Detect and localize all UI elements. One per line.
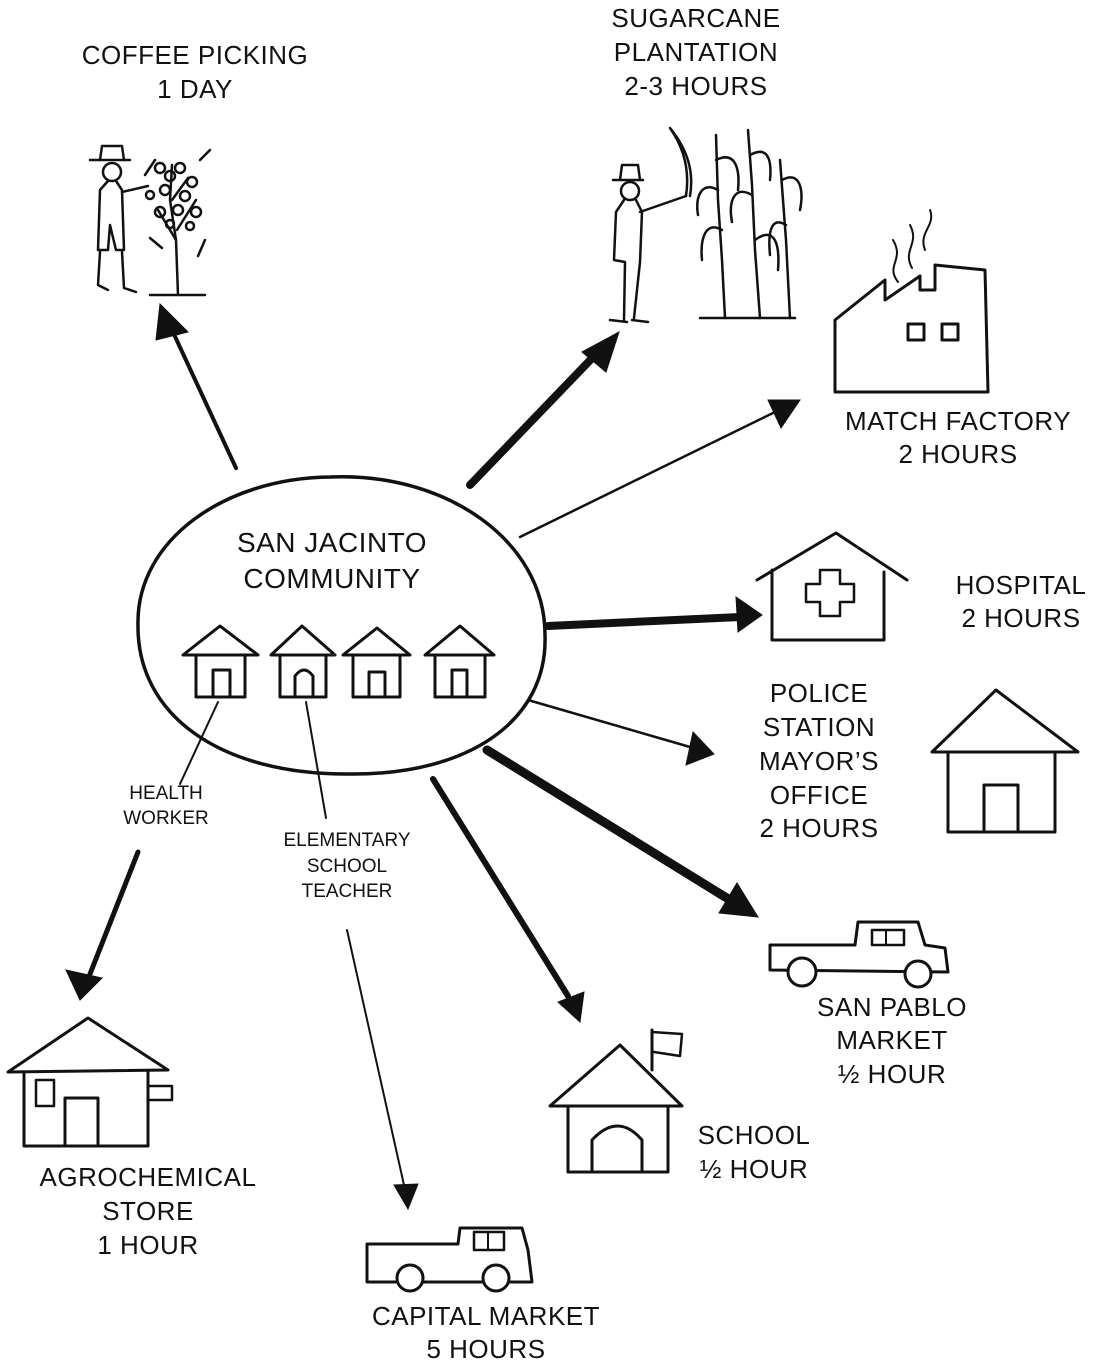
school-icon	[548, 1028, 684, 1174]
arrow-head-sugarcane	[581, 330, 620, 373]
arrow-head-coffee	[155, 302, 189, 341]
hospital-icon	[755, 531, 909, 642]
match-factory-label-1: MATCH FACTORY	[845, 406, 1071, 436]
factory-icon	[833, 209, 990, 394]
police-label-2: STATION	[763, 712, 875, 742]
sugarcane-label-2: PLANTATION	[614, 37, 778, 67]
san-pablo-label-3: ½ HOUR	[838, 1059, 946, 1089]
arrow-agrochemical	[87, 849, 141, 977]
san-pablo-label-1: SAN PABLO	[817, 992, 967, 1022]
arrow-school	[430, 776, 571, 999]
agrochemical-store-icon	[6, 1016, 174, 1148]
sugarcane-label-3: 2-3 HOURS	[624, 71, 767, 101]
arrow-capital	[346, 929, 405, 1186]
arrow-head-san-pablo	[718, 882, 759, 918]
agrochemical-label-2: STORE	[102, 1196, 194, 1226]
community-house-icons	[181, 624, 496, 699]
house-icon	[269, 624, 337, 699]
health-worker-connector	[179, 701, 219, 785]
police-label-5: 2 HOURS	[759, 813, 878, 843]
house-icon	[181, 624, 260, 699]
health-worker-label-1: HEALTH	[129, 783, 203, 804]
arrow-head-capital	[393, 1183, 419, 1211]
police-label-3: MAYOR’S	[759, 746, 879, 776]
arrow-match-factory	[518, 410, 777, 539]
arrow-head-agrochemical	[65, 969, 103, 1001]
arrow-san-pablo	[482, 745, 735, 905]
coffee-label-1: COFFEE PICKING	[82, 40, 309, 70]
teacher-connector	[305, 701, 327, 819]
police-label-1: POLICE	[770, 678, 868, 708]
hub-label-line-2: COMMUNITY	[243, 563, 420, 594]
arrow-coffee	[170, 328, 238, 470]
capital-truck-icon	[365, 1226, 534, 1293]
arrow-head-school	[557, 991, 585, 1024]
coffee-picker-icon	[88, 144, 212, 297]
capital-label-1: CAPITAL MARKET	[372, 1301, 600, 1331]
destination-labels: COFFEE PICKING 1 DAY SUGARCANE PLANTATIO…	[40, 3, 1087, 1364]
arrow-hospital	[544, 613, 744, 630]
hospital-label-2: 2 HOURS	[961, 603, 1080, 633]
arrow-head-match-factory	[767, 399, 801, 430]
hospital-label-1: HOSPITAL	[956, 570, 1087, 600]
community-circle	[136, 475, 547, 776]
house-icon	[341, 626, 412, 699]
health-worker-label-2: WORKER	[123, 808, 209, 829]
school-label-1: SCHOOL	[698, 1120, 811, 1150]
arrow-police	[526, 698, 692, 749]
school-label-2: ½ HOUR	[700, 1154, 808, 1184]
arrow-head-hospital	[735, 596, 763, 633]
arrow-head-police	[685, 730, 715, 766]
teacher-label-1: ELEMENTARY	[283, 830, 410, 851]
sugarcane-label-1: SUGARCANE	[611, 3, 780, 33]
agrochemical-label-3: 1 HOUR	[97, 1230, 198, 1260]
capital-label-2: 5 HOURS	[426, 1334, 545, 1364]
police-label-4: OFFICE	[770, 780, 868, 810]
coffee-label-2: 1 DAY	[157, 74, 233, 104]
teacher-label-3: TEACHER	[302, 881, 393, 902]
san-pablo-truck-icon	[768, 920, 950, 989]
police-station-icon	[930, 688, 1080, 834]
agrochemical-label-1: AGROCHEMICAL	[40, 1162, 257, 1192]
arrows	[65, 302, 801, 1211]
teacher-label-2: SCHOOL	[307, 856, 387, 877]
house-icon	[423, 624, 496, 699]
match-factory-label-2: 2 HOURS	[898, 439, 1017, 469]
arrow-sugarcane	[466, 348, 602, 489]
san-pablo-label-2: MARKET	[836, 1025, 947, 1055]
hub-label-line-1: SAN JACINTO	[237, 527, 427, 558]
sugarcane-cutter-icon	[608, 126, 803, 324]
